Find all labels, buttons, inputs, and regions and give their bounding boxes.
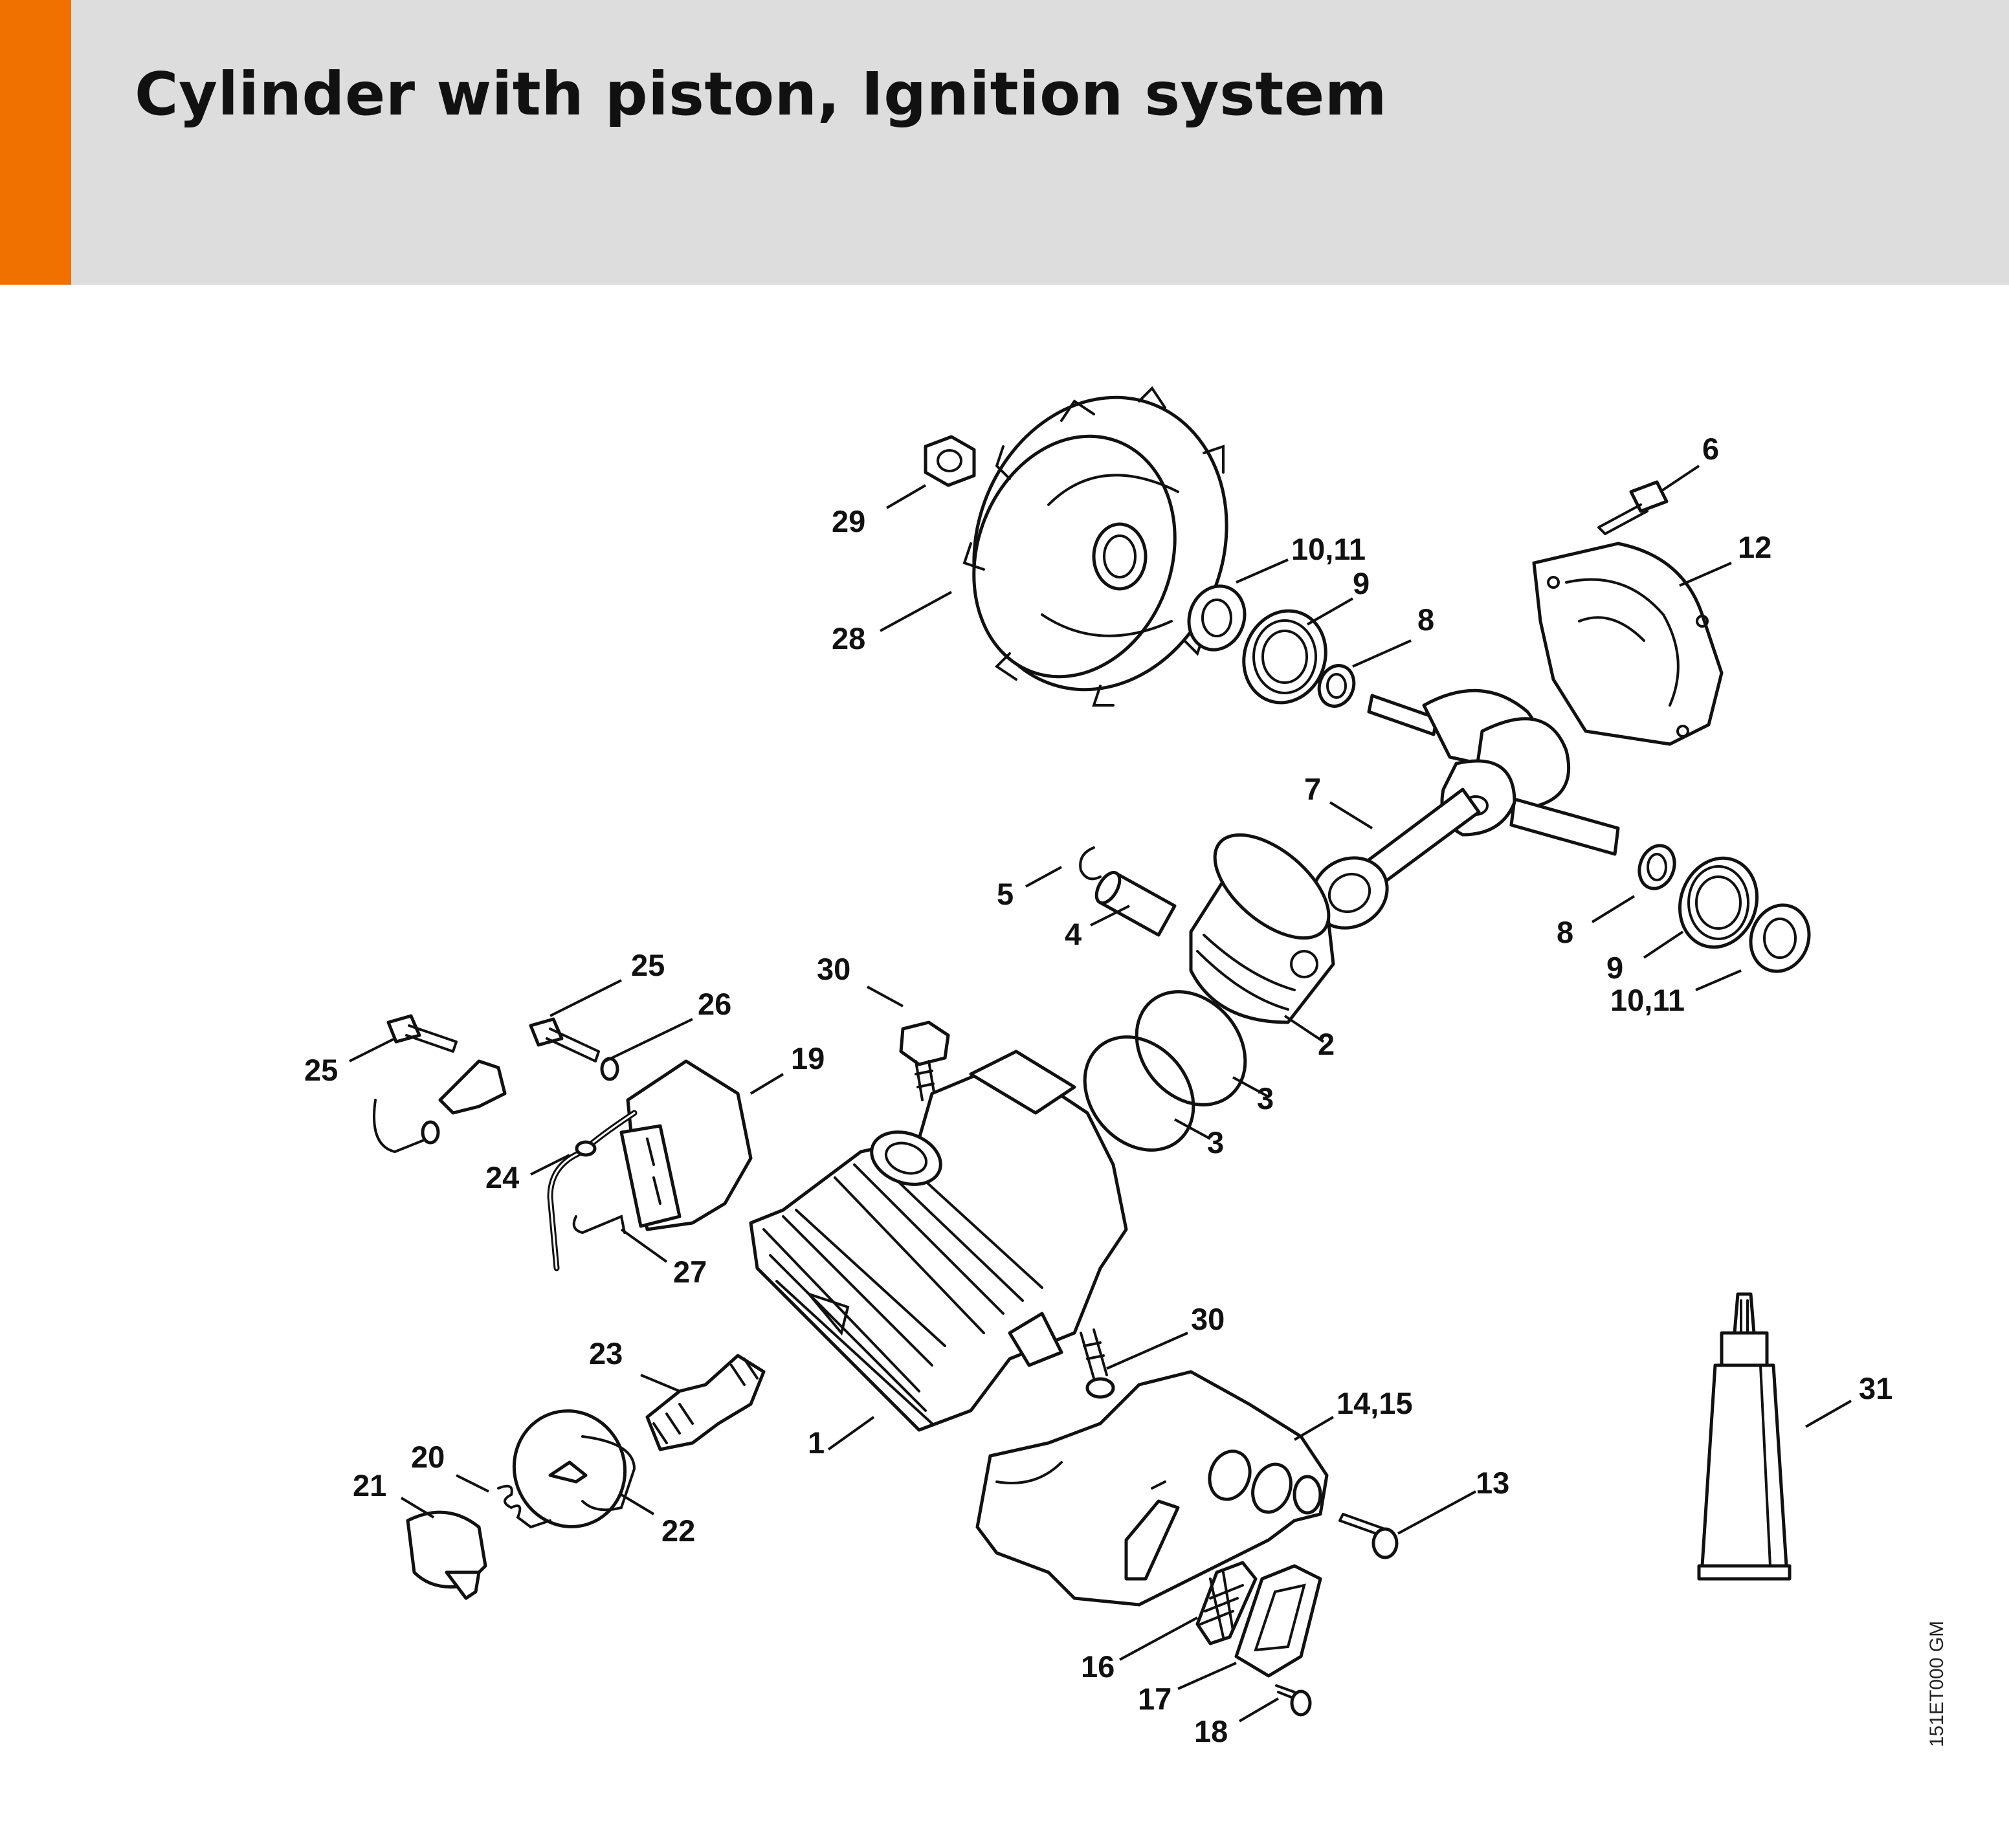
terminal-cap-part <box>406 1510 487 1600</box>
orange-accent-bar <box>0 0 71 285</box>
callout-label: 21 <box>353 1468 386 1502</box>
screw-cylinder-top-part <box>899 1020 950 1101</box>
piston-part <box>1189 833 1335 1024</box>
ignition-lead-part <box>547 1110 638 1271</box>
callout-label: 9 <box>1606 951 1623 985</box>
callout-label: 26 <box>698 987 731 1021</box>
callout-label: 18 <box>1194 1714 1228 1748</box>
spring-part <box>497 1484 551 1529</box>
page-title: Cylinder with piston, Ignition system <box>135 60 1388 129</box>
callout-label: 24 <box>485 1160 519 1194</box>
callout-label: 27 <box>673 1255 707 1289</box>
grease-tube-part <box>1697 1292 1792 1581</box>
callout-label: 23 <box>589 1336 623 1370</box>
screen-holder-part <box>1234 1564 1322 1678</box>
short-circuit-contact-part <box>373 1014 507 1154</box>
callout-label: 20 <box>411 1440 445 1474</box>
crankcase-half-part <box>1532 542 1724 746</box>
ball-bearing-right-part <box>1678 856 1759 949</box>
spacer-ring-top-part <box>1317 664 1356 708</box>
callout-label: 25 <box>304 1053 338 1087</box>
callout-label: 2 <box>1318 1027 1335 1061</box>
callout-label: 5 <box>997 877 1014 911</box>
callout-label: 4 <box>1065 917 1082 951</box>
screen-part <box>1195 1561 1258 1645</box>
flywheel-part <box>962 386 1228 707</box>
callout-label: 28 <box>832 621 865 655</box>
ball-bearing-top-part <box>1242 609 1327 705</box>
cylinder-part <box>749 1050 1128 1432</box>
nut-part <box>924 435 976 487</box>
callout-label: 17 <box>1138 1682 1171 1716</box>
callout-label: 1 <box>808 1425 825 1460</box>
callout-label: 22 <box>661 1513 695 1548</box>
oil-seal-top-part <box>1187 584 1247 652</box>
screw-module-part <box>529 1017 600 1062</box>
callout-label: 30 <box>1191 1302 1225 1336</box>
circlip-part <box>1079 846 1102 881</box>
piston-pin-part <box>1094 870 1177 937</box>
callout-label: 31 <box>1859 1371 1892 1405</box>
callout-label: 25 <box>631 948 665 982</box>
screw-small-part <box>1275 1684 1312 1717</box>
callout-label: 30 <box>817 952 850 986</box>
oil-seal-right-part <box>1749 903 1811 973</box>
callout-label: 13 <box>1476 1466 1509 1500</box>
spark-plug-part <box>645 1354 766 1451</box>
crankshaft-part <box>1310 688 1620 930</box>
screw-manifold-part <box>1338 1513 1399 1559</box>
callout-label: 7 <box>1304 772 1321 806</box>
spacer-ring-right-part <box>1637 844 1676 890</box>
callout-label: 10,11 <box>1291 532 1366 566</box>
callout-label: 9 <box>1353 566 1370 600</box>
callout-label: 10,11 <box>1610 983 1685 1017</box>
callout-labels: 29 28 10,11 9 8 6 12 7 5 4 8 9 10,11 2 3… <box>304 432 1892 1748</box>
spark-plug-boot-part <box>512 1409 636 1528</box>
drawing-code: 151ET000 GM <box>1926 1621 1948 1747</box>
screw-top-part <box>1597 480 1669 535</box>
header-bar <box>0 0 2009 285</box>
screw-cover-part <box>1080 1328 1115 1399</box>
callout-label: 12 <box>1738 530 1771 564</box>
callout-label: 14,15 <box>1337 1386 1413 1420</box>
callout-label: 8 <box>1417 602 1434 637</box>
manifold-cover-part <box>975 1370 1329 1607</box>
washer-part <box>600 1057 619 1081</box>
callout-label: 19 <box>791 1041 825 1075</box>
clip-part <box>572 1215 626 1235</box>
piston-ring-upper-part <box>1135 990 1247 1106</box>
callout-label: 29 <box>832 504 865 538</box>
callout-label: 8 <box>1557 915 1573 949</box>
callout-label: 6 <box>1702 432 1719 466</box>
ignition-module-part <box>619 1059 753 1231</box>
leader-lines <box>349 465 1852 1722</box>
callout-label: 16 <box>1081 1649 1115 1684</box>
callout-label: 3 <box>1257 1081 1274 1116</box>
piston-ring-lower-part <box>1083 1035 1195 1152</box>
callout-label: 3 <box>1207 1125 1224 1160</box>
